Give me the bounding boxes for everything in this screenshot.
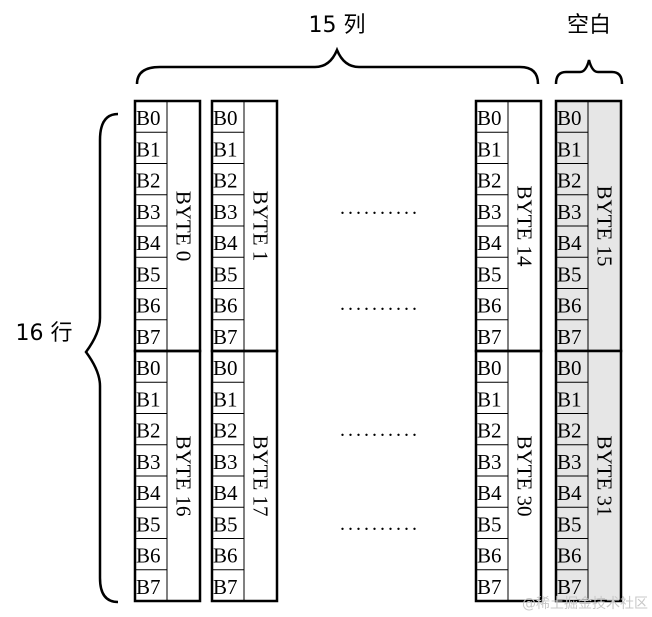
- byte-label: BYTE 1: [249, 191, 273, 262]
- bit-label: B0: [213, 106, 238, 130]
- bit-label: B3: [557, 450, 582, 474]
- byte-label: BYTE 15: [593, 185, 617, 266]
- bit-label: B5: [477, 262, 502, 286]
- bit-label: B7: [136, 575, 161, 599]
- bit-label: B7: [136, 325, 161, 349]
- bit-label: B7: [213, 575, 238, 599]
- bit-label: B3: [557, 200, 582, 224]
- blank-column-brace: [554, 59, 624, 85]
- bit-label: B2: [477, 419, 502, 443]
- bit-label: B1: [213, 387, 238, 411]
- bit-label: B5: [136, 512, 161, 536]
- bit-label: B2: [136, 169, 161, 193]
- byte-label: BYTE 31: [593, 435, 617, 516]
- ellipsis: ..........: [340, 419, 420, 441]
- bit-label: B6: [557, 294, 582, 318]
- bit-label: B7: [213, 325, 238, 349]
- bit-label: B0: [213, 356, 238, 380]
- bit-label: B3: [477, 200, 502, 224]
- bit-label: B5: [213, 262, 238, 286]
- bit-label: B2: [213, 419, 238, 443]
- bit-label: B3: [213, 200, 238, 224]
- byte-label: BYTE 0: [172, 191, 196, 262]
- byte-label: BYTE 30: [513, 435, 537, 516]
- ellipsis-group: ........................................: [340, 197, 420, 535]
- bit-label: B4: [136, 481, 161, 505]
- bit-label: B6: [557, 544, 582, 568]
- bit-label: B1: [136, 137, 161, 161]
- bit-label: B4: [213, 481, 238, 505]
- bit-label: B4: [213, 231, 238, 255]
- bit-label: B2: [477, 169, 502, 193]
- bit-label: B2: [557, 169, 582, 193]
- bit-label: B2: [213, 169, 238, 193]
- bit-label: B7: [477, 325, 502, 349]
- rows-brace: [84, 112, 119, 604]
- bit-label: B1: [477, 137, 502, 161]
- bit-label: B4: [477, 231, 502, 255]
- bit-label: B5: [213, 512, 238, 536]
- bit-label: B0: [557, 356, 582, 380]
- bit-label: B5: [557, 262, 582, 286]
- bit-label: B3: [136, 200, 161, 224]
- bit-label: B6: [477, 294, 502, 318]
- bit-label: B6: [136, 294, 161, 318]
- bit-label: B2: [136, 419, 161, 443]
- byte-label: BYTE 14: [513, 185, 537, 267]
- byte-label: BYTE 17: [249, 435, 273, 516]
- bit-label: B4: [477, 481, 502, 505]
- watermark: @稀土掘金技术社区: [522, 596, 648, 612]
- column-count-label: 15 列: [309, 13, 366, 38]
- bit-label: B2: [557, 419, 582, 443]
- bit-label: B4: [557, 481, 582, 505]
- bit-label: B7: [557, 325, 582, 349]
- bit-label: B5: [136, 262, 161, 286]
- bit-label: B0: [477, 356, 502, 380]
- bit-label: B0: [477, 106, 502, 130]
- blank-column-label: 空白: [567, 13, 611, 38]
- bit-label: B0: [136, 106, 161, 130]
- bit-label: B4: [557, 231, 582, 255]
- byte-label: BYTE 16: [172, 435, 196, 516]
- ellipsis: ..........: [340, 513, 420, 535]
- bit-label: B0: [136, 356, 161, 380]
- bit-label: B5: [557, 512, 582, 536]
- bit-label: B7: [477, 575, 502, 599]
- bit-label: B6: [213, 544, 238, 568]
- bit-label: B1: [213, 137, 238, 161]
- bit-label: B1: [557, 137, 582, 161]
- bit-label: B6: [136, 544, 161, 568]
- bit-label: B6: [213, 294, 238, 318]
- columns-brace: [135, 46, 540, 85]
- bit-label: B1: [477, 387, 502, 411]
- ellipsis: ..........: [340, 197, 420, 219]
- bit-label: B7: [557, 575, 582, 599]
- bit-label: B1: [136, 387, 161, 411]
- bit-label: B1: [557, 387, 582, 411]
- bit-label: B6: [477, 544, 502, 568]
- bit-label: B3: [213, 450, 238, 474]
- bit-label: B3: [477, 450, 502, 474]
- ellipsis: ..........: [340, 293, 420, 315]
- bit-label: B0: [557, 106, 582, 130]
- bit-label: B4: [136, 231, 161, 255]
- bit-label: B3: [136, 450, 161, 474]
- bit-label: B5: [477, 512, 502, 536]
- row-count-label: 16 行: [16, 321, 73, 346]
